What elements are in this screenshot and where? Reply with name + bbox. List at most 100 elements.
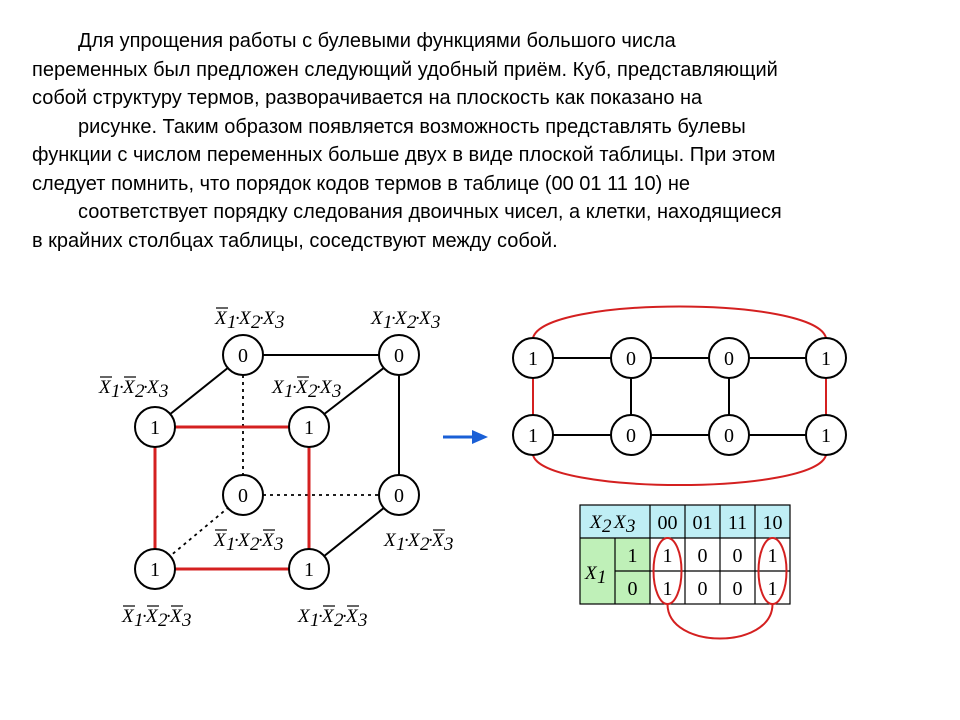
term-dot: · — [404, 530, 409, 551]
cube-node-circle — [222, 474, 264, 516]
term-var: X — [295, 377, 309, 398]
cube-hidden-edge — [168, 506, 230, 558]
graph-node-circle — [805, 337, 847, 379]
table-row-var-index: 1 — [597, 567, 607, 588]
text-line: функции с числом переменных больше двух … — [32, 144, 776, 166]
term-index: 3 — [273, 534, 284, 555]
term-var: X — [122, 377, 136, 398]
header-var-index: 3 — [625, 516, 636, 537]
term-index: 2 — [334, 610, 344, 631]
cube-node-value: 0 — [394, 345, 404, 367]
term-index: 3 — [274, 312, 285, 333]
term-var: X — [169, 606, 183, 627]
graph-node-circle — [708, 337, 750, 379]
table-cell: 0 — [698, 545, 708, 567]
cube-node: 0 — [222, 474, 264, 516]
graph-node-circle — [610, 337, 652, 379]
arrow-head — [472, 430, 488, 444]
graph-node-value: 1 — [528, 425, 538, 447]
cube-node-value: 1 — [150, 559, 160, 581]
term-dot: · — [235, 308, 240, 329]
cube-node-circle — [288, 548, 330, 590]
text-line: соответствует порядку следования двоичны… — [78, 201, 782, 223]
term-var: X — [370, 308, 384, 329]
graph-node: 1 — [512, 414, 554, 456]
term-dot: · — [318, 606, 323, 627]
term-index: 2 — [135, 381, 145, 402]
term-var: X — [431, 530, 445, 551]
term-dot: · — [119, 377, 124, 398]
term-index: 3 — [181, 610, 192, 631]
term-index: 1 — [134, 610, 144, 631]
cube-node: 0 — [378, 474, 420, 516]
table-column-header: 00 — [658, 512, 678, 534]
cube-node-value: 1 — [150, 417, 160, 439]
term-dot: · — [391, 308, 396, 329]
graph-node-value: 1 — [528, 348, 538, 370]
cube-node-circle — [134, 548, 176, 590]
term-index: 1 — [226, 534, 236, 555]
term-var: X — [145, 606, 159, 627]
graph-node-value: 0 — [724, 348, 734, 370]
graph-node: 0 — [708, 337, 750, 379]
header-var: X — [589, 512, 603, 533]
cube-edge — [168, 366, 230, 416]
term-dot: · — [234, 530, 239, 551]
term-index: 1 — [284, 381, 294, 402]
term-dot: · — [292, 377, 297, 398]
term-dot: · — [143, 377, 148, 398]
cube-node-circle — [378, 474, 420, 516]
graph-node-value: 0 — [724, 425, 734, 447]
graph-node: 1 — [805, 337, 847, 379]
term-index: 3 — [331, 381, 342, 402]
graph-node-circle — [512, 337, 554, 379]
graph-node-circle — [805, 414, 847, 456]
term-var: X — [321, 606, 335, 627]
term-index: 1 — [383, 312, 393, 333]
table-column-header: 11 — [728, 512, 747, 534]
cube-node-value: 0 — [394, 485, 404, 507]
term-dot: · — [259, 308, 264, 329]
text-line: переменных был предложен следующий удобн… — [32, 58, 778, 81]
table-cell: 1 — [663, 545, 673, 567]
table-cell: 0 — [733, 545, 743, 567]
term-var: X — [394, 308, 408, 329]
term-var: X — [262, 308, 276, 329]
graph-node: 0 — [610, 414, 652, 456]
term-index: 1 — [310, 610, 320, 631]
term-var: X — [98, 377, 112, 398]
graph-node-value: 1 — [821, 425, 831, 447]
cube-node: 0 — [222, 334, 264, 376]
term-dot: · — [258, 530, 263, 551]
term-index: 1 — [111, 381, 121, 402]
cube-node: 1 — [288, 548, 330, 590]
term-var: X — [407, 530, 421, 551]
term-index: 1 — [227, 312, 237, 333]
cube-node-value: 1 — [304, 417, 314, 439]
term-var: X — [213, 530, 227, 551]
table-column-header: 01 — [693, 512, 713, 534]
graph-node: 1 — [512, 337, 554, 379]
term-index: 3 — [158, 381, 169, 402]
text-line: в крайних столбцах таблицы, соседствуют … — [32, 229, 558, 252]
cube-edge — [322, 506, 386, 558]
graph-node-value: 0 — [626, 348, 636, 370]
cube-node: 1 — [134, 406, 176, 448]
graph-node-value: 0 — [626, 425, 636, 447]
cube-edge — [322, 366, 386, 416]
term-index: 2 — [158, 610, 168, 631]
cube-node-value: 0 — [238, 485, 248, 507]
cube-node-circle — [134, 406, 176, 448]
term-var: X — [121, 606, 135, 627]
graph-node-value: 1 — [821, 348, 831, 370]
term-var: X — [383, 530, 397, 551]
table-cell: 1 — [768, 578, 778, 600]
graph-node: 0 — [708, 414, 750, 456]
header-var: X — [613, 512, 627, 533]
wrap-arc-top — [532, 305, 827, 339]
description-text: Для упрощения работы с булевыми функциям… — [32, 27, 932, 255]
